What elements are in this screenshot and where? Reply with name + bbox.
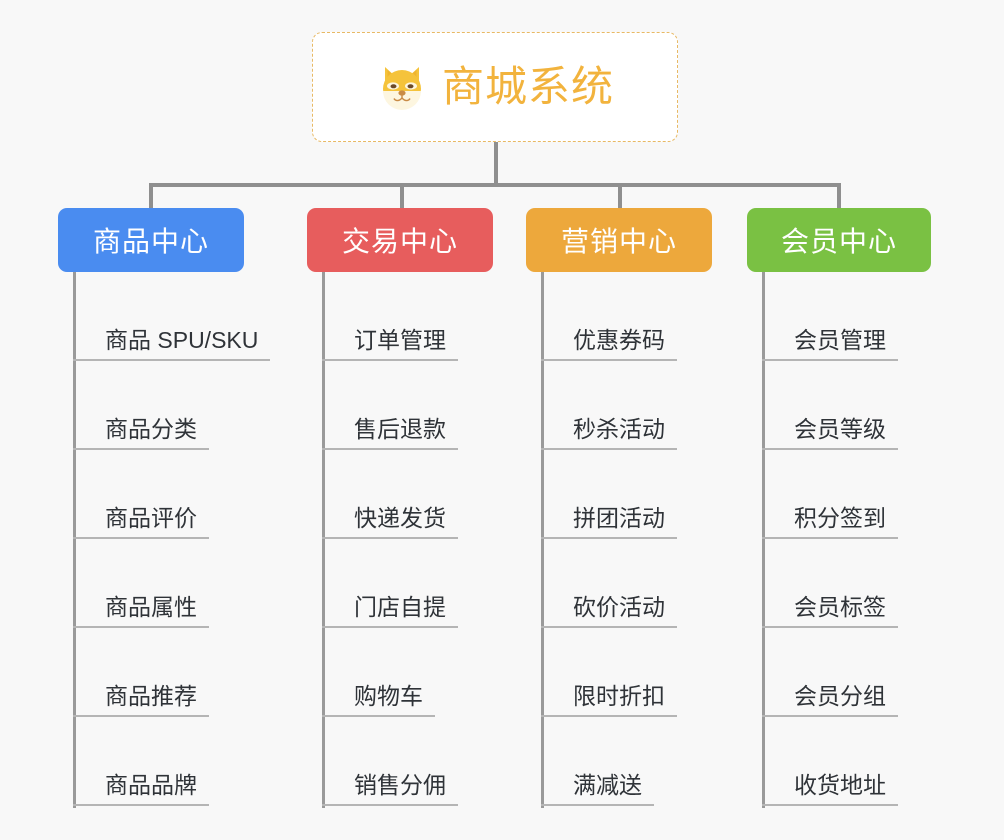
leaf-label: 会员等级 [762, 416, 898, 450]
category-header-4[interactable]: 会员中心 [747, 208, 931, 272]
leaf-label: 会员分组 [762, 683, 898, 717]
leaf-item[interactable]: 会员分组 [762, 628, 898, 717]
category-header-1[interactable]: 商品中心 [58, 208, 244, 272]
root-node[interactable]: 商城系统 [312, 32, 678, 142]
leaf-label: 满减送 [541, 772, 654, 806]
leaf-label: 订单管理 [322, 327, 458, 361]
leaf-list-1: 商品 SPU/SKU 商品分类 商品评价 商品属性 商品推荐 商品品牌 [73, 272, 271, 806]
category-header-label: 交易中心 [341, 226, 458, 257]
leaf-item[interactable]: 秒杀活动 [541, 361, 677, 450]
category-header-2[interactable]: 交易中心 [307, 208, 493, 272]
leaf-item[interactable]: 商品属性 [73, 539, 270, 628]
leaf-item[interactable]: 销售分佣 [322, 717, 458, 806]
leaf-item[interactable]: 商品分类 [73, 361, 270, 450]
connector-horizontal-bus [149, 183, 841, 187]
leaf-label: 会员标签 [762, 594, 898, 628]
leaf-label: 商品品牌 [73, 772, 209, 806]
leaf-item[interactable]: 优惠券码 [541, 272, 677, 361]
column-trunk-2 [322, 272, 325, 808]
leaf-item[interactable]: 会员管理 [762, 272, 898, 361]
leaf-item[interactable]: 会员标签 [762, 539, 898, 628]
category-column-4: 会员中心 会员管理 会员等级 积分签到 会员标签 会员分组 收货地址 [747, 208, 931, 808]
leaf-list-2: 订单管理 售后退款 快递发货 门店自提 购物车 销售分佣 [322, 272, 458, 806]
category-column-3: 营销中心 优惠券码 秒杀活动 拼团活动 砍价活动 限时折扣 满减送 [526, 208, 712, 808]
leaf-label: 商品属性 [73, 594, 209, 628]
leaf-label: 商品 SPU/SKU [73, 327, 271, 361]
category-header-3[interactable]: 营销中心 [526, 208, 712, 272]
leaf-item[interactable]: 满减送 [541, 717, 677, 806]
leaf-label: 砍价活动 [541, 594, 677, 628]
category-header-label: 商品中心 [92, 226, 209, 257]
leaf-item[interactable]: 商品 SPU/SKU [73, 272, 271, 361]
root-title: 商城系统 [441, 63, 614, 110]
shiba-dog-face-icon [376, 61, 428, 113]
leaf-label: 秒杀活动 [541, 416, 677, 450]
leaf-list-3: 优惠券码 秒杀活动 拼团活动 砍价活动 限时折扣 满减送 [541, 272, 677, 806]
leaf-item[interactable]: 拼团活动 [541, 450, 677, 539]
leaf-item[interactable]: 快递发货 [322, 450, 458, 539]
category-column-1: 商品中心 商品 SPU/SKU 商品分类 商品评价 商品属性 商品推荐 商品品牌 [58, 208, 271, 808]
leaf-item[interactable]: 商品品牌 [73, 717, 270, 806]
leaf-item[interactable]: 门店自提 [322, 539, 458, 628]
leaf-label: 优惠券码 [541, 327, 677, 361]
leaf-label: 购物车 [322, 683, 435, 717]
connector-drop-3 [618, 183, 622, 209]
column-trunk-1 [73, 272, 76, 808]
leaf-item[interactable]: 收货地址 [762, 717, 898, 806]
leaf-label: 限时折扣 [541, 683, 677, 717]
leaf-label: 快递发货 [322, 505, 458, 539]
leaf-item[interactable]: 购物车 [322, 628, 458, 717]
leaf-item[interactable]: 售后退款 [322, 361, 458, 450]
leaf-label: 售后退款 [322, 416, 458, 450]
column-trunk-4 [762, 272, 765, 808]
leaf-item[interactable]: 商品评价 [73, 450, 270, 539]
leaf-label: 商品推荐 [73, 683, 209, 717]
column-trunk-3 [541, 272, 544, 808]
connector-drop-4 [837, 183, 841, 209]
leaf-label: 销售分佣 [322, 772, 458, 806]
leaf-list-4: 会员管理 会员等级 积分签到 会员标签 会员分组 收货地址 [762, 272, 898, 806]
leaf-item[interactable]: 订单管理 [322, 272, 458, 361]
leaf-item[interactable]: 积分签到 [762, 450, 898, 539]
leaf-item[interactable]: 商品推荐 [73, 628, 270, 717]
leaf-label: 商品分类 [73, 416, 209, 450]
category-header-label: 营销中心 [560, 226, 677, 257]
leaf-item[interactable]: 砍价活动 [541, 539, 677, 628]
connector-root-stem [494, 142, 498, 186]
leaf-label: 收货地址 [762, 772, 898, 806]
leaf-label: 拼团活动 [541, 505, 677, 539]
leaf-label: 商品评价 [73, 505, 209, 539]
connector-drop-2 [400, 183, 404, 209]
connector-drop-1 [149, 183, 153, 209]
leaf-label: 积分签到 [762, 505, 898, 539]
leaf-label: 门店自提 [322, 594, 458, 628]
leaf-item[interactable]: 会员等级 [762, 361, 898, 450]
leaf-label: 会员管理 [762, 327, 898, 361]
category-column-2: 交易中心 订单管理 售后退款 快递发货 门店自提 购物车 销售分佣 [307, 208, 493, 808]
category-header-label: 会员中心 [780, 226, 897, 257]
leaf-item[interactable]: 限时折扣 [541, 628, 677, 717]
